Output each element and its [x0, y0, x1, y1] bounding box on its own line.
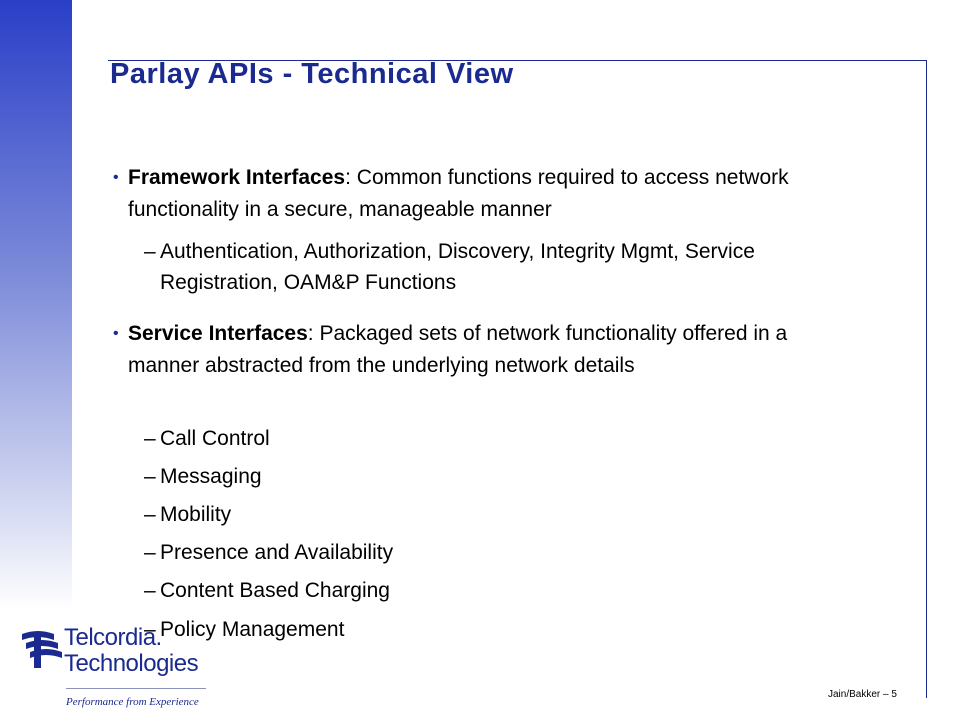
bullet-separator: :	[345, 166, 357, 189]
bullet-term: Framework Interfaces	[128, 166, 346, 189]
right-border-rule	[926, 60, 927, 698]
sub-item-presence: – Presence and Availability	[144, 537, 860, 568]
logo-wordmark-line2: Technologies	[64, 650, 199, 677]
dash-icon: –	[144, 503, 156, 526]
sub-item-policy: – Policy Management	[144, 614, 860, 645]
sub-item-text: Messaging	[160, 465, 262, 488]
dash-icon: –	[144, 579, 156, 602]
sub-item-text: Content Based Charging	[160, 579, 390, 602]
sub-item-text: Policy Management	[160, 618, 345, 641]
sub-item-messaging: – Messaging	[144, 461, 860, 492]
slide-title: Parlay APIs - Technical View	[110, 58, 514, 90]
telcordia-logo: Telcordia. Technologies Performance from…	[20, 622, 220, 712]
bullet-text: Common functions required to access netw…	[128, 166, 789, 221]
dash-icon: –	[144, 618, 156, 641]
bullet-text: Packaged sets of network functionality o…	[128, 322, 788, 377]
sub-item-text: Authentication, Authorization, Discovery…	[160, 240, 755, 294]
sub-item-text: Presence and Availability	[160, 541, 394, 564]
telcordia-mark-icon	[22, 631, 62, 668]
bullet-icon: •	[113, 169, 119, 186]
sub-item-framework-functions: – Authentication, Authorization, Discove…	[144, 236, 860, 298]
sub-item-charging: – Content Based Charging	[144, 575, 860, 606]
bullet-term: Service Interfaces	[128, 322, 308, 345]
dash-icon: –	[144, 541, 156, 564]
logo-wordmark-line1: Telcordia.	[64, 624, 162, 651]
bullet-separator: :	[307, 322, 320, 345]
dash-icon: –	[144, 427, 156, 450]
dash-icon: –	[144, 240, 156, 263]
logo-tagline: Performance from Experience	[66, 696, 199, 708]
sub-item-text: Mobility	[160, 503, 232, 526]
dash-icon: –	[144, 465, 156, 488]
bullet-service-interfaces: • Service Interfaces: Packaged sets of n…	[113, 318, 848, 382]
bullet-icon: •	[113, 325, 119, 342]
sub-item-text: Call Control	[160, 427, 270, 450]
logo-divider	[66, 688, 206, 689]
slide-footer: Jain/Bakker – 5	[828, 689, 897, 700]
bullet-framework-interfaces: • Framework Interfaces: Common functions…	[113, 162, 848, 226]
sub-item-call-control: – Call Control	[144, 423, 860, 454]
title-rule	[108, 60, 926, 61]
sub-item-mobility: – Mobility	[144, 499, 860, 530]
sidebar-gradient	[0, 0, 72, 610]
